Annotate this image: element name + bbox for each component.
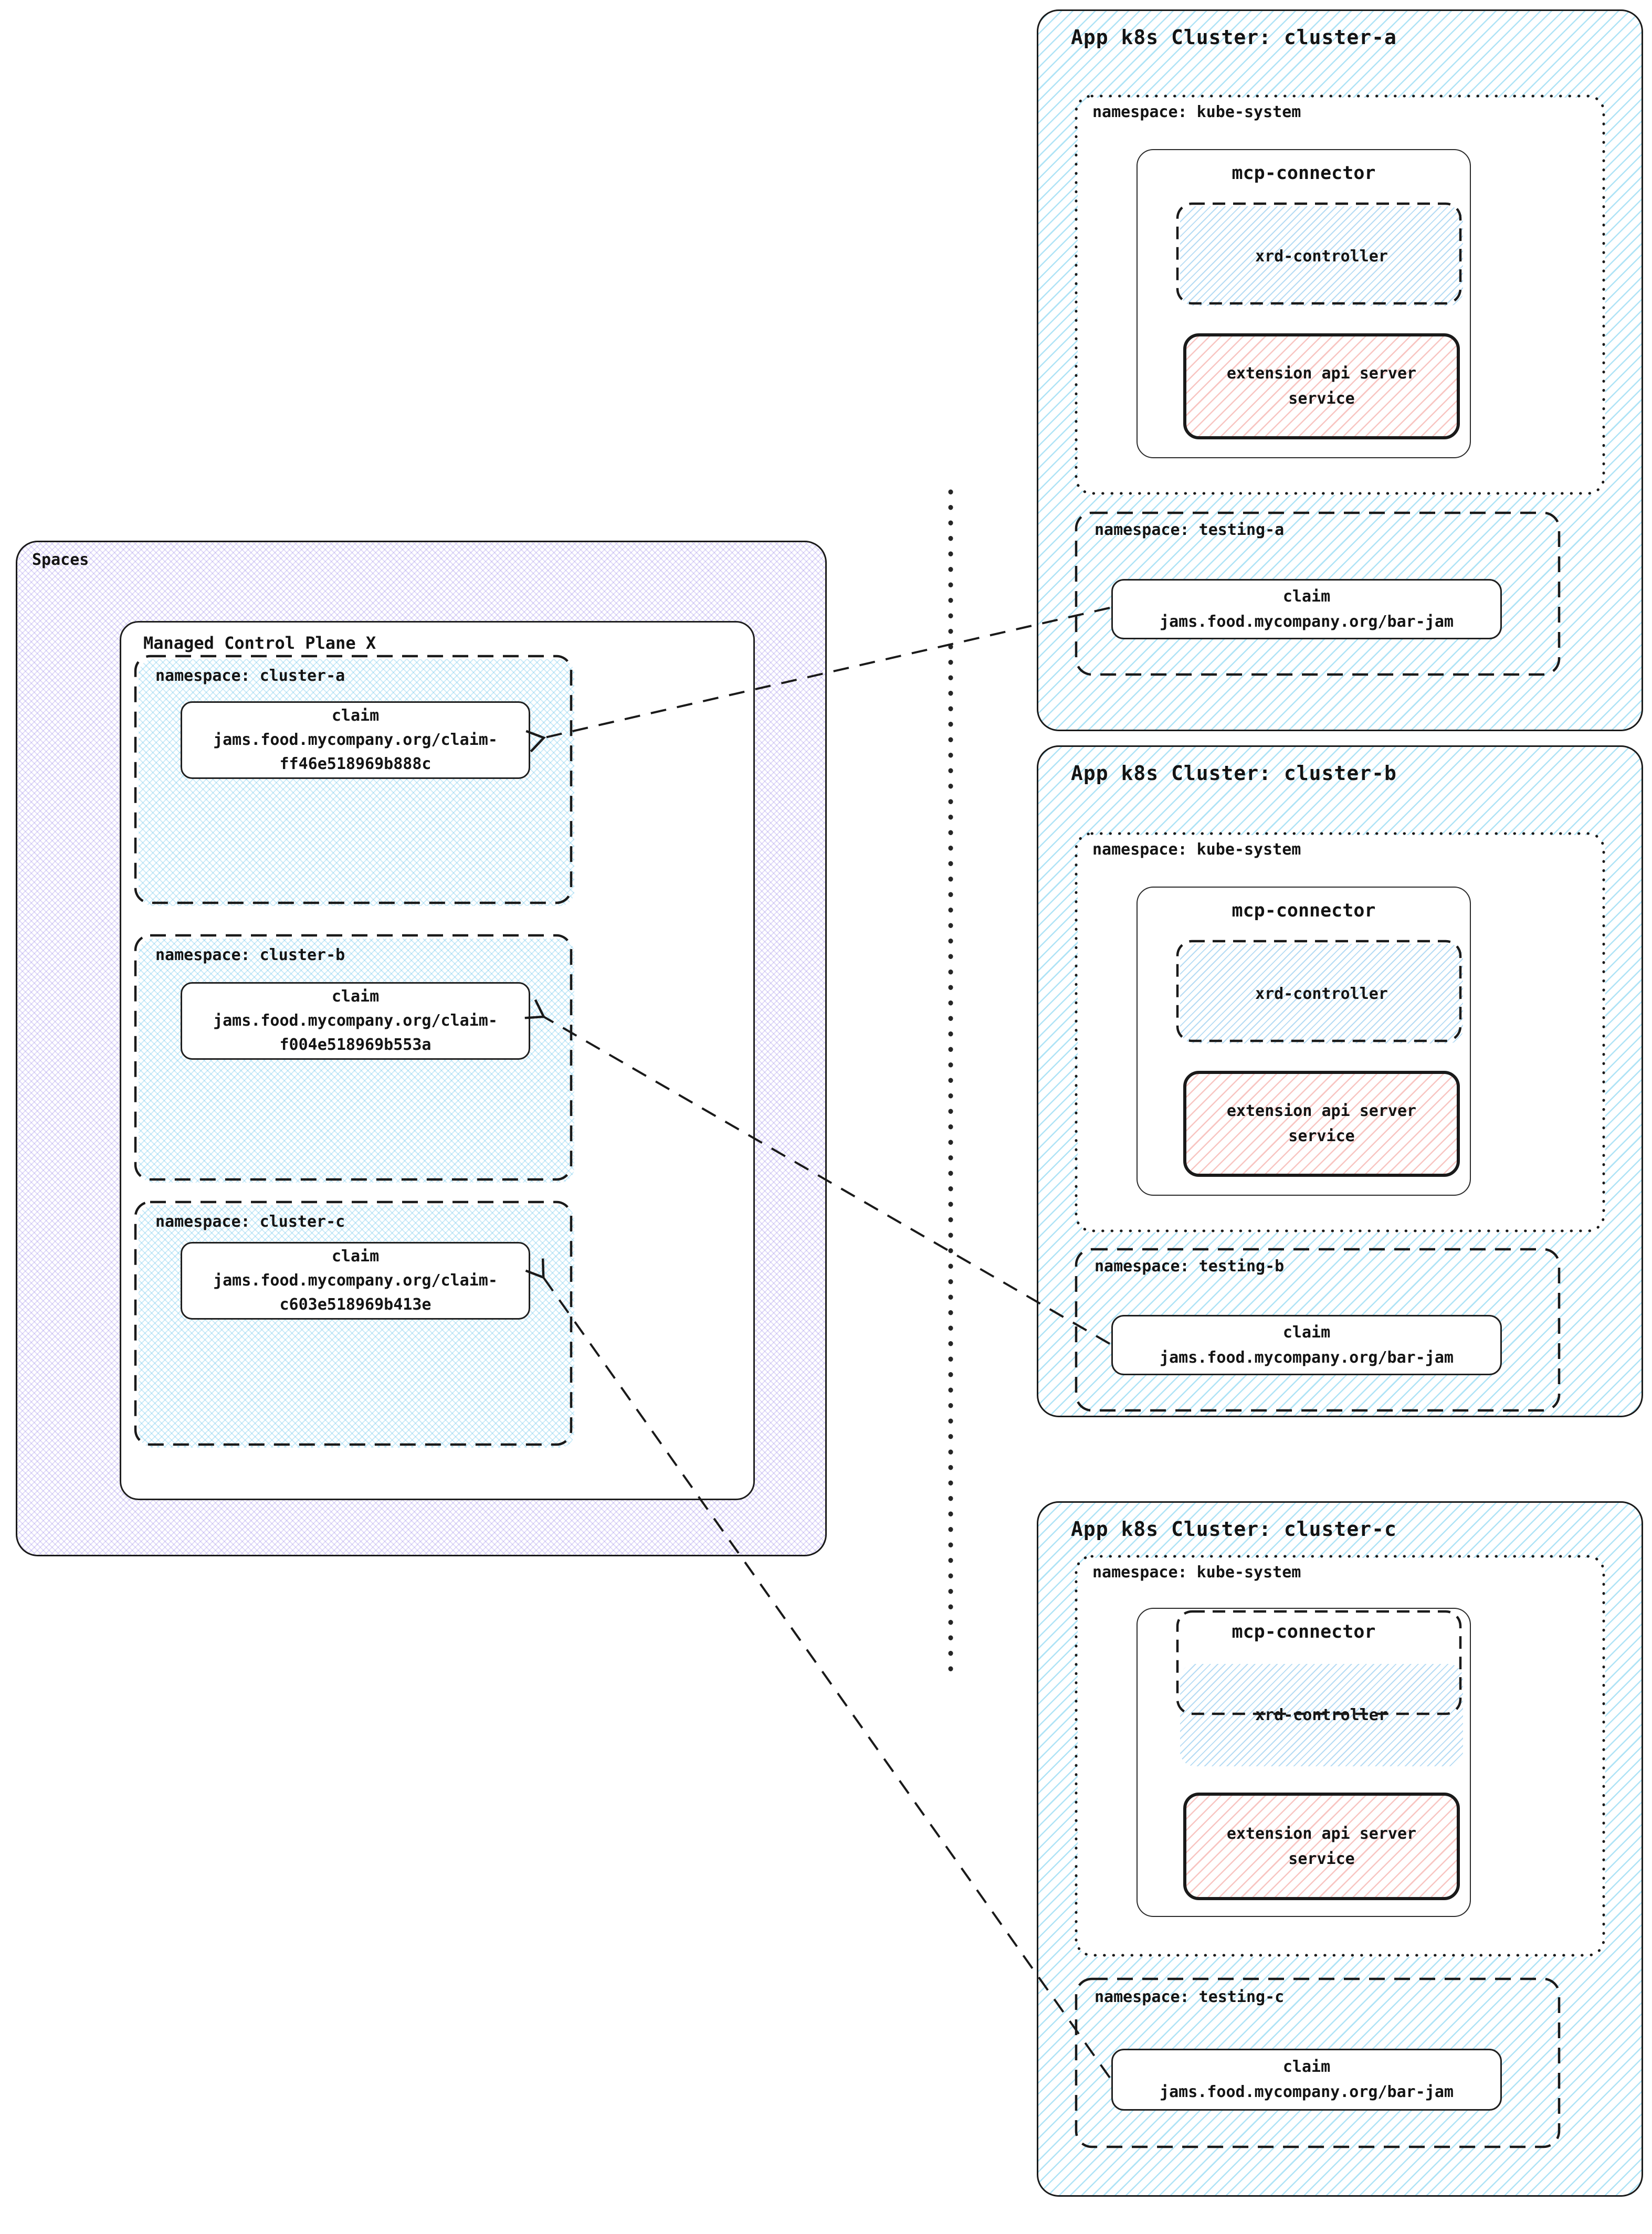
claim-line2: ff46e518969b888c: [279, 755, 432, 773]
cluster-b-mcp-connector-label: mcp-connector: [1232, 900, 1376, 921]
cluster-b-testing-box: namespace: testing-b claim jams.food.myc…: [1078, 1251, 1561, 1412]
cluster-c-testing-label: namespace: testing-c: [1095, 1988, 1285, 2006]
cluster-c-kube-system-label: namespace: kube-system: [1092, 1563, 1301, 1582]
claim-line2: c603e518969b413e: [279, 1295, 432, 1314]
claim-cluster-b-box: claim jams.food.mycompany.org/claim- f00…: [181, 982, 530, 1060]
cluster-c-testing-claim-box: claim jams.food.mycompany.org/bar-jam: [1111, 2049, 1502, 2111]
namespace-cluster-c-label: namespace: cluster-c: [155, 1213, 345, 1231]
cluster-b-testing-claim-box: claim jams.food.mycompany.org/bar-jam: [1111, 1315, 1502, 1375]
claim-cluster-a-box: claim jams.food.mycompany.org/claim- ff4…: [181, 701, 530, 779]
claim-line1: jams.food.mycompany.org/claim-: [213, 1011, 498, 1030]
cluster-a-extension-api-box: extension api server service: [1183, 333, 1460, 439]
namespace-cluster-c-box: namespace: cluster-c claim jams.food.myc…: [139, 1205, 574, 1448]
extension-line1: extension api server: [1226, 1102, 1417, 1120]
claim-line: jams.food.mycompany.org/bar-jam: [1160, 2083, 1454, 2101]
cluster-b-extension-api-box: extension api server service: [1183, 1071, 1460, 1177]
spaces-box: Spaces Managed Control Plane X namespace…: [16, 541, 827, 1556]
cluster-b-box: App k8s Cluster: cluster-b namespace: ku…: [1037, 745, 1643, 1417]
namespace-cluster-a-label: namespace: cluster-a: [155, 667, 345, 685]
claim-line: jams.food.mycompany.org/bar-jam: [1160, 1348, 1454, 1367]
claim-line1: jams.food.mycompany.org/claim-: [213, 1271, 498, 1290]
claim-line: jams.food.mycompany.org/bar-jam: [1160, 612, 1454, 631]
managed-control-plane-label: Managed Control Plane X: [143, 633, 376, 653]
namespace-cluster-b-box: namespace: cluster-b claim jams.food.myc…: [139, 939, 574, 1183]
cluster-a-kube-system-label: namespace: kube-system: [1092, 103, 1301, 121]
namespace-cluster-a-box: namespace: cluster-a claim jams.food.myc…: [139, 659, 574, 906]
cluster-c-xrd-controller-box: xrd-controller: [1180, 1664, 1463, 1766]
managed-control-plane-box: Managed Control Plane X namespace: clust…: [120, 621, 755, 1500]
cluster-c-mcp-connector-label: mcp-connector: [1232, 1621, 1376, 1642]
cluster-c-box: App k8s Cluster: cluster-c namespace: ku…: [1037, 1501, 1643, 2197]
cluster-a-mcp-connector-box: mcp-connector xrd-controller extension a…: [1137, 149, 1471, 458]
claim-title: claim: [331, 707, 380, 725]
cluster-a-xrd-controller-box: xrd-controller: [1180, 206, 1463, 306]
cluster-a-testing-label: namespace: testing-a: [1095, 521, 1285, 539]
cluster-a-box: App k8s Cluster: cluster-a namespace: ku…: [1037, 9, 1643, 731]
extension-line1: extension api server: [1226, 1824, 1417, 1843]
cluster-a-mcp-connector-label: mcp-connector: [1232, 163, 1376, 184]
cluster-a-kube-system-box: namespace: kube-system mcp-connector xrd…: [1078, 98, 1605, 495]
cluster-a-testing-box: namespace: testing-a claim jams.food.myc…: [1078, 514, 1561, 676]
claim-line2: f004e518969b553a: [279, 1036, 432, 1054]
cluster-c-kube-system-box: namespace: kube-system mcp-connector xrd…: [1078, 1558, 1605, 1957]
claim-title: claim: [1282, 1323, 1331, 1342]
cluster-c-extension-api-box: extension api server service: [1183, 1793, 1460, 1900]
claim-title: claim: [1282, 587, 1331, 606]
claim-line1: jams.food.mycompany.org/claim-: [213, 731, 498, 749]
claim-title: claim: [1282, 2058, 1331, 2076]
cluster-c-testing-box: namespace: testing-c claim jams.food.myc…: [1078, 1980, 1561, 2148]
namespace-cluster-b-label: namespace: cluster-b: [155, 946, 345, 964]
extension-line2: service: [1288, 389, 1355, 408]
cluster-b-kube-system-label: namespace: kube-system: [1092, 840, 1301, 859]
cluster-c-title: App k8s Cluster: cluster-c: [1071, 1518, 1397, 1541]
cluster-a-testing-claim-box: claim jams.food.mycompany.org/bar-jam: [1111, 579, 1502, 639]
extension-line2: service: [1288, 1127, 1355, 1145]
cluster-b-xrd-controller-box: xrd-controller: [1180, 944, 1463, 1044]
claim-cluster-c-box: claim jams.food.mycompany.org/claim- c60…: [181, 1242, 530, 1320]
cluster-c-mcp-connector-box: mcp-connector xrd-controller extension a…: [1137, 1608, 1471, 1917]
spaces-label: Spaces: [32, 551, 89, 569]
claim-title: claim: [331, 1247, 380, 1266]
cluster-b-kube-system-box: namespace: kube-system mcp-connector xrd…: [1078, 835, 1605, 1232]
cluster-b-testing-label: namespace: testing-b: [1095, 1257, 1285, 1276]
claim-title: claim: [331, 987, 380, 1006]
cluster-a-title: App k8s Cluster: cluster-a: [1071, 26, 1397, 49]
extension-line1: extension api server: [1226, 364, 1417, 383]
cluster-b-mcp-connector-box: mcp-connector xrd-controller extension a…: [1137, 887, 1471, 1196]
extension-line2: service: [1288, 1849, 1355, 1868]
cluster-b-title: App k8s Cluster: cluster-b: [1071, 762, 1397, 785]
